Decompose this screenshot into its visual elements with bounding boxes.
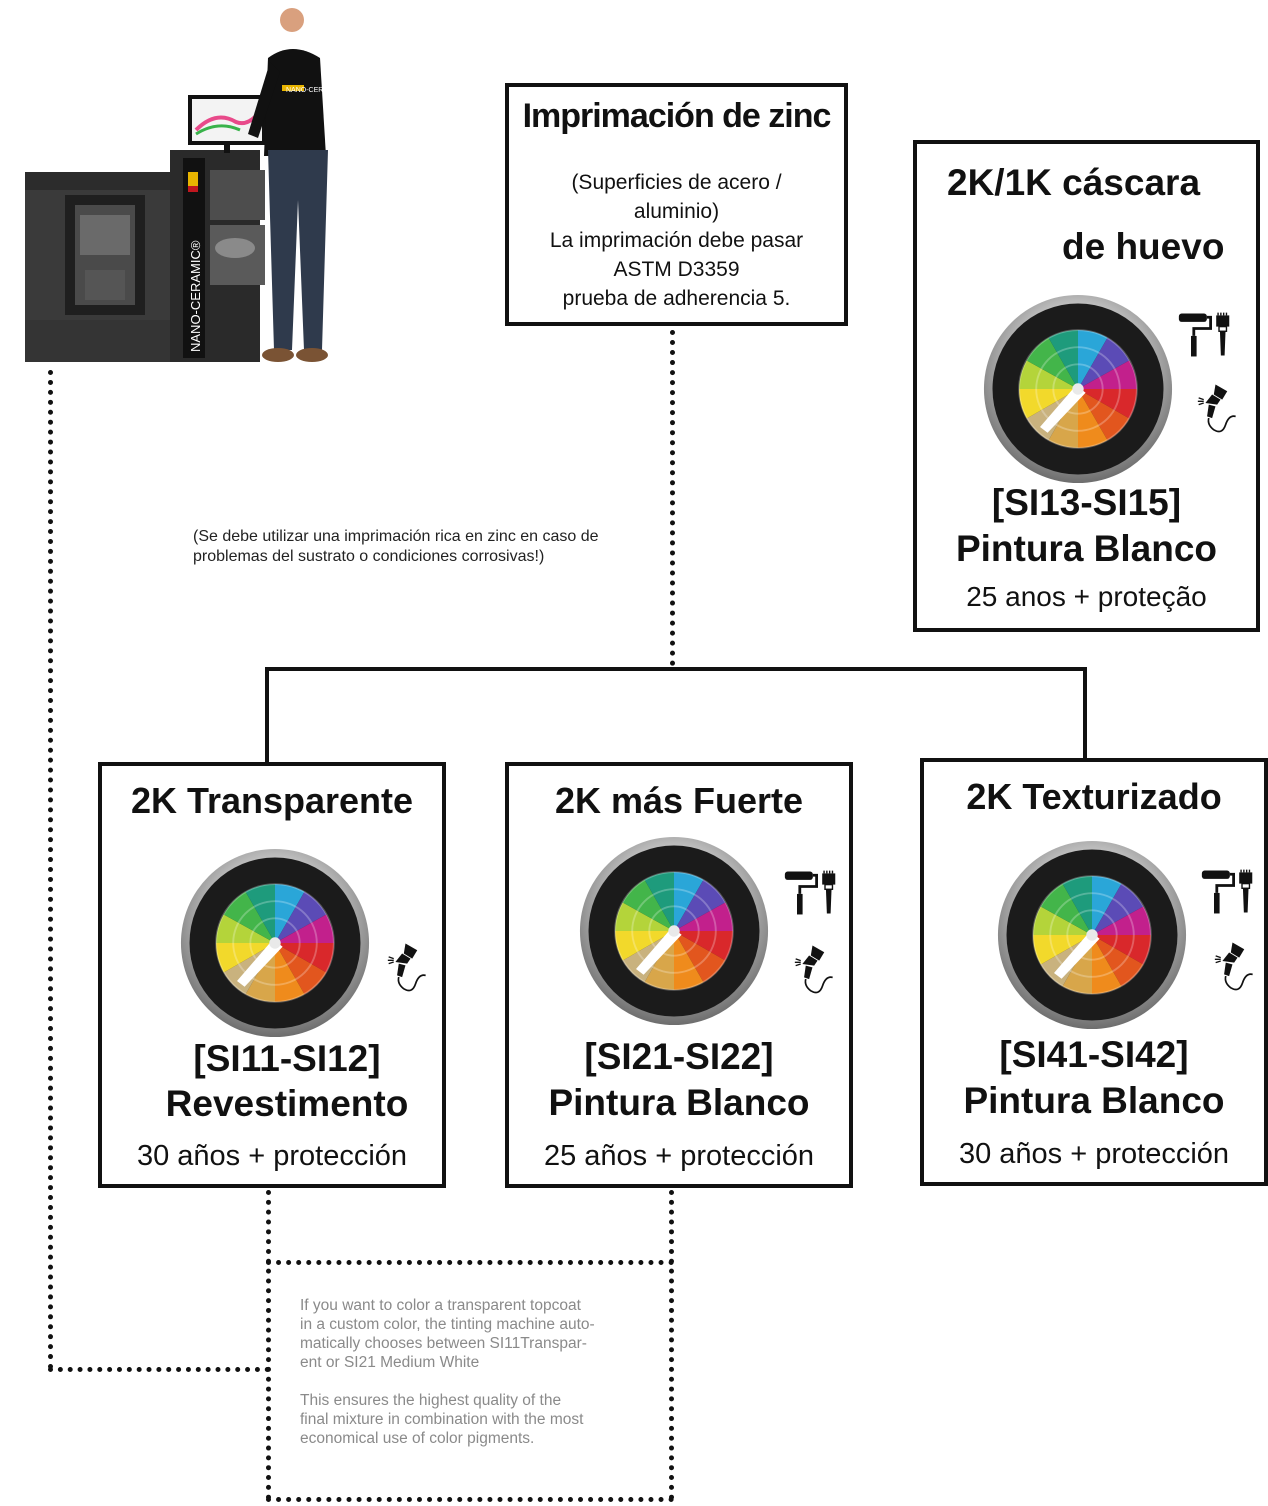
primer-detail-line: ASTM D3359 bbox=[613, 258, 740, 281]
note-top-dotted-border bbox=[266, 1260, 674, 1265]
zinc-note-line: problemas del sustrato o condiciones cor… bbox=[193, 548, 545, 565]
eggshell-box: 2K/1K cáscara de huevo [SI13-SI15] Pintu… bbox=[913, 140, 1260, 632]
product-code: [SI21-SI22] bbox=[584, 1036, 774, 1077]
eggshell-title-line1: 2K/1K cáscara bbox=[947, 162, 1201, 203]
info-note-line: economical use of color pigments. bbox=[300, 1430, 535, 1447]
product-code: [SI11-SI12] bbox=[193, 1038, 381, 1079]
spray-gun-icon bbox=[1197, 382, 1239, 434]
product-warranty: 30 años + protección bbox=[958, 1138, 1230, 1170]
transparent-dotted-connector bbox=[266, 1190, 271, 1500]
product-warranty: 25 años + protección bbox=[543, 1140, 815, 1172]
product-name: Pintura Blanco bbox=[548, 1082, 810, 1123]
product-box-textured: 2K Texturizado [SI41-SI42] Pintura Blanc… bbox=[920, 758, 1268, 1186]
product-box-strong: 2K más Fuerte [SI21-SI22] Pintura Blanco… bbox=[505, 762, 853, 1188]
eggshell-product: Pintura Blanco bbox=[955, 528, 1218, 569]
eggshell-warranty: 25 anos + proteção bbox=[966, 581, 1207, 612]
primer-detail-line: (Superficies de acero / bbox=[571, 171, 782, 194]
machine-dotted-connector bbox=[48, 370, 53, 1370]
product-name: Pintura Blanco bbox=[963, 1080, 1225, 1121]
info-note-line: This ensures the highest quality of the bbox=[300, 1392, 562, 1409]
info-note-line: ent or SI21 Medium White bbox=[300, 1354, 480, 1371]
eggshell-code: [SI13-SI15] bbox=[991, 482, 1182, 523]
product-title: 2K Transparente bbox=[130, 780, 414, 821]
branch-connector bbox=[265, 667, 1087, 762]
eggshell-title-line2: de huevo bbox=[1062, 226, 1225, 267]
roller-brush-icon bbox=[1200, 868, 1256, 916]
primer-title: Imprimación de zinc bbox=[522, 97, 832, 135]
zinc-note-line: (Se debe utilizar una imprimación rica e… bbox=[193, 528, 599, 545]
product-code: [SI41-SI42] bbox=[999, 1034, 1189, 1075]
spray-gun-icon bbox=[387, 941, 429, 993]
shirt-logo: NANO-CERAMIC bbox=[286, 87, 341, 94]
spray-gun-icon bbox=[1214, 940, 1256, 992]
primer-details: (Superficies de acero / aluminio) La imp… bbox=[509, 168, 844, 313]
spray-gun-icon bbox=[794, 943, 836, 995]
info-note-line: matically chooses between SI11Transpar- bbox=[300, 1335, 587, 1352]
primer-dotted-connector bbox=[670, 330, 675, 666]
strong-dotted-connector bbox=[669, 1190, 674, 1500]
primer-box: Imprimación de zinc (Superficies de acer… bbox=[505, 83, 848, 326]
roller-brush-icon bbox=[1177, 311, 1233, 359]
primer-detail-line: aluminio) bbox=[633, 200, 720, 223]
product-title: 2K más Fuerte bbox=[554, 780, 804, 821]
machine-brand-label: NANO-CERAMIC® bbox=[188, 240, 203, 352]
tinting-machine-illustration: NANO-CERAMIC® NANO-CERAMIC bbox=[20, 0, 360, 370]
info-note-line: If you want to color a transparent topco… bbox=[300, 1297, 581, 1314]
zinc-primer-note: (Se debe utilizar una imprimación rica e… bbox=[193, 527, 663, 567]
product-title: 2K Texturizado bbox=[966, 776, 1222, 817]
color-wheel-icon bbox=[997, 840, 1187, 1030]
note-bottom-dotted-border bbox=[266, 1497, 674, 1502]
product-warranty: 30 años + protección bbox=[136, 1140, 408, 1172]
info-note-line: in a custom color, the tinting machine a… bbox=[300, 1316, 595, 1333]
roller-brush-icon bbox=[783, 869, 839, 917]
tinting-info-note: If you want to color a transparent topco… bbox=[300, 1296, 660, 1448]
color-wheel-icon bbox=[983, 294, 1173, 484]
primer-detail-line: prueba de adherencia 5. bbox=[562, 287, 791, 310]
color-wheel-icon bbox=[180, 848, 370, 1038]
product-name: Revestimento bbox=[165, 1083, 409, 1124]
primer-detail-line: La imprimación debe pasar bbox=[549, 229, 804, 252]
color-wheel-icon bbox=[579, 836, 769, 1026]
product-box-transparent: 2K Transparente [SI11-SI12] Revestimento… bbox=[98, 762, 446, 1188]
machine-dotted-connector-horizontal bbox=[48, 1367, 270, 1372]
info-note-line: final mixture in combination with the mo… bbox=[300, 1411, 584, 1428]
